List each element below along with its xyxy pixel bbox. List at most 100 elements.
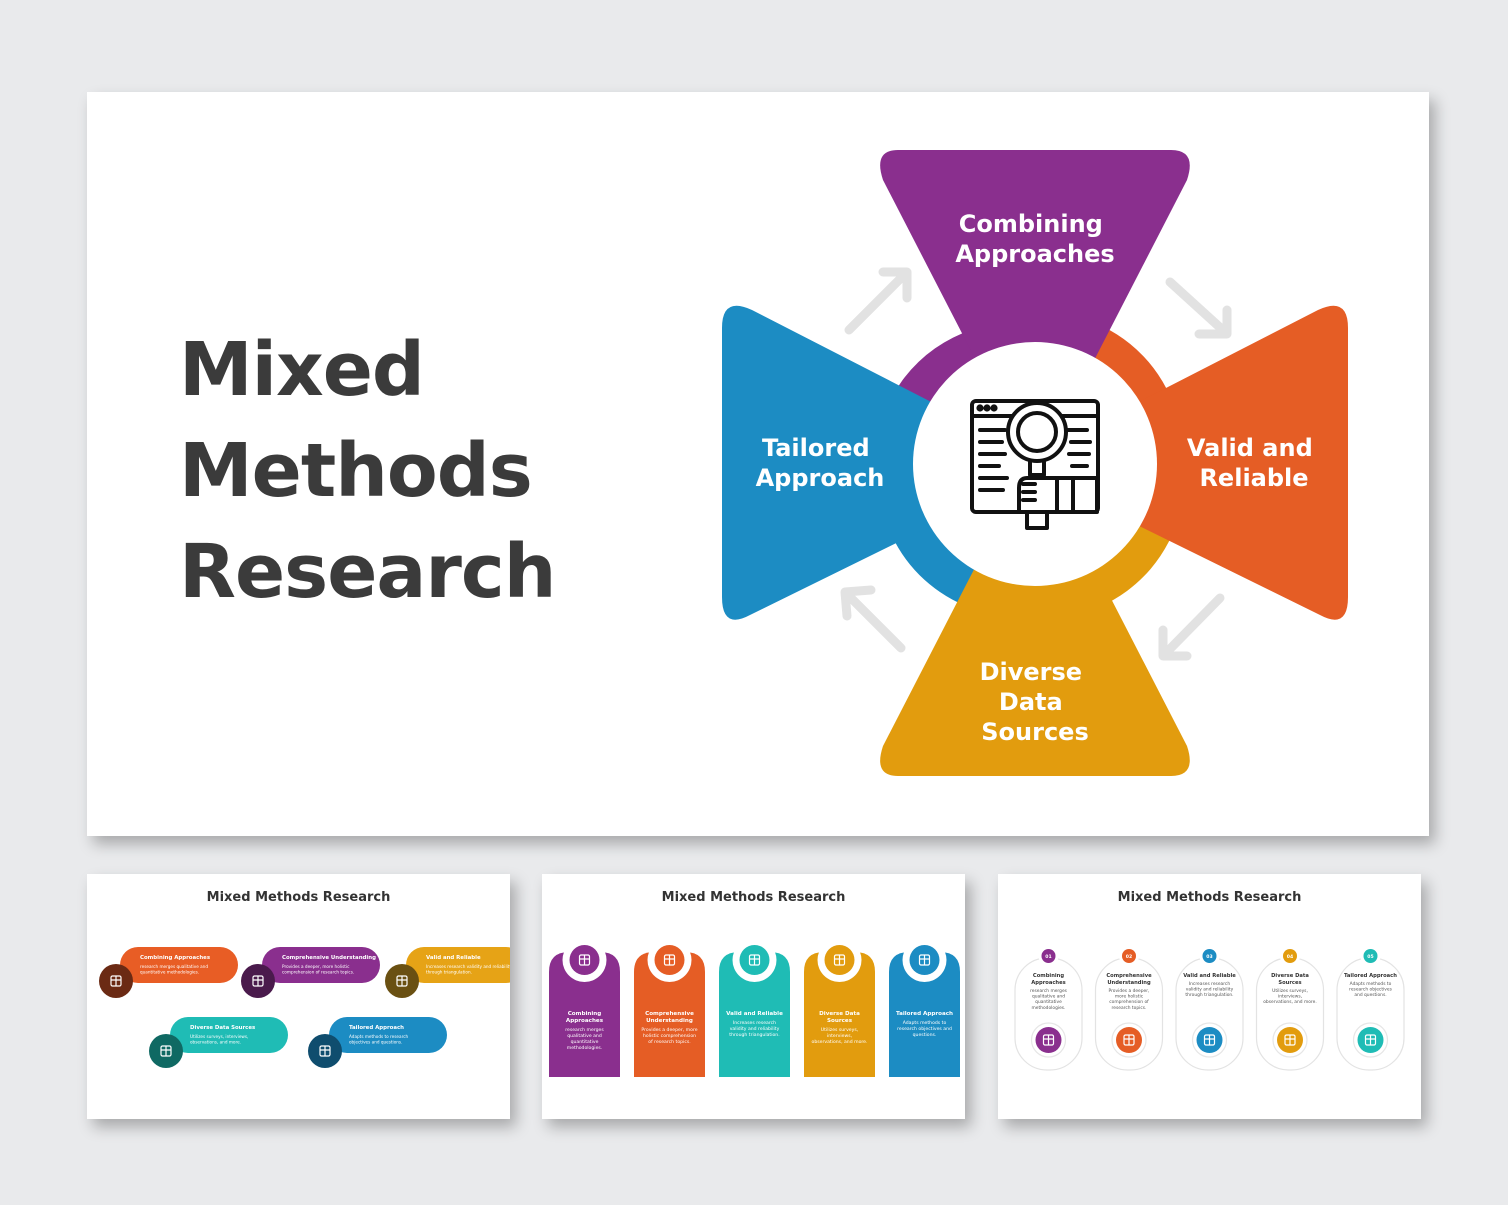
- numbered-card-body: Adapts methods to: [1350, 981, 1392, 987]
- ribbon-body: Increases research validity and reliabil…: [426, 964, 510, 969]
- number-badge: [1283, 949, 1297, 963]
- title-line: Methods: [179, 428, 533, 514]
- tab-card-body-text: through triangulation.: [729, 1032, 779, 1038]
- item-icon: [1123, 1034, 1135, 1046]
- tab-card-body: [549, 952, 620, 1077]
- item-icon: [252, 975, 264, 987]
- numbered-card-body: qualitative and: [1032, 994, 1065, 1000]
- tab-card-heading: Sources: [827, 1018, 853, 1024]
- tab-card-heading: Combining: [568, 1011, 602, 1017]
- item-icon: [160, 1045, 172, 1057]
- numbered-card-heading: Diverse Data: [1271, 973, 1309, 979]
- research-magnifier-icon: [970, 399, 1100, 530]
- ribbon-heading: Combining Approaches: [140, 955, 210, 961]
- item-icon: [918, 954, 931, 966]
- item-icon: [663, 954, 676, 966]
- cycle-diagram: Combining Approaches Valid and Reliable …: [722, 150, 1348, 776]
- ribbon-body: comprehension of research topics.: [282, 970, 354, 975]
- numbered-card-heading: Approaches: [1031, 980, 1065, 986]
- ribbon-heading: Valid and Reliable: [426, 955, 481, 961]
- numbered-card-heading: Tailored Approach: [1344, 973, 1397, 979]
- numbered-card-body: Increases research: [1189, 981, 1230, 987]
- thumbnail-title: Mixed Methods Research: [661, 890, 846, 905]
- numbered-card-body: validity and reliability: [1186, 987, 1234, 993]
- ribbon-body: Provides a deeper, more holistic: [282, 964, 350, 969]
- number-label: 05: [1367, 954, 1373, 960]
- item-icon: [833, 954, 846, 966]
- ribbon-body: quantitative methodologies.: [140, 970, 199, 975]
- ribbon-body: observations, and more.: [190, 1040, 241, 1045]
- thumbnail-title: Mixed Methods Research: [1117, 890, 1302, 905]
- cycle-arrows: [840, 267, 1232, 661]
- numbered-card-body: Utilizes surveys,: [1272, 988, 1308, 994]
- arrow-top-right-icon: [1165, 277, 1232, 339]
- numbered-card-body: comprehension of: [1109, 999, 1149, 1005]
- number-badge: [1041, 949, 1056, 963]
- number-label: 04: [1287, 954, 1293, 960]
- ribbon-bar: [170, 1017, 288, 1053]
- tab-card-heading: Comprehensive: [645, 1011, 694, 1017]
- numbered-card-body: observations, and more.: [1263, 999, 1316, 1005]
- tab-card-body: [719, 952, 790, 1077]
- arrow-bottom-right-icon: [1158, 593, 1225, 661]
- ribbon-body: Utilizes surveys, interviews,: [190, 1034, 248, 1039]
- segment-label-right: Valid and Reliable: [1187, 434, 1321, 492]
- slide-title: Mixed Methods Research: [179, 320, 556, 623]
- tab-card-body-text: research objectives and: [897, 1026, 952, 1032]
- petal-left: [722, 305, 956, 620]
- numbered-card-body: methodologies.: [1032, 1005, 1066, 1011]
- ribbon-heading: Tailored Approach: [349, 1025, 404, 1031]
- segment-label-top: Combining Approaches: [955, 210, 1114, 268]
- main-slide: Mixed Methods Research: [87, 92, 1429, 836]
- ribbon-bar: [262, 947, 380, 983]
- ribbon-bar: [120, 947, 238, 983]
- numbered-card-body: through triangulation.: [1185, 992, 1233, 998]
- ribbon-heading: Comprehensive Understanding: [282, 955, 376, 961]
- number-label: 03: [1206, 954, 1212, 960]
- numbered-card-body: interviews,: [1278, 994, 1302, 1000]
- tab-card-body-text: Utilizes surveys,: [821, 1027, 859, 1033]
- tab-card-body-text: quantitative: [571, 1039, 599, 1045]
- number-badge: [1363, 949, 1378, 963]
- ribbon-heading: Diverse Data Sources: [190, 1025, 255, 1031]
- thumbnail-title: Mixed Methods Research: [206, 890, 391, 905]
- tab-card-body-text: Increases research: [733, 1020, 776, 1026]
- tab-card-body-text: interviews,: [827, 1033, 853, 1039]
- tab-card-heading: Diverse Data: [819, 1011, 860, 1017]
- segment-label-bottom: Diverse Data Sources: [980, 658, 1091, 746]
- numbered-card-body: research topics.: [1112, 1005, 1147, 1011]
- ribbon-bar: [406, 947, 510, 983]
- tab-card-body-text: questions.: [913, 1032, 937, 1038]
- tab-card-body: [804, 952, 875, 1077]
- tab-card-body-text: Provides a deeper, more: [641, 1027, 697, 1033]
- tab-card-body-text: research merges: [565, 1027, 604, 1033]
- arrow-top-left-icon: [844, 267, 912, 335]
- tab-card-body: [634, 952, 705, 1077]
- number-label: 02: [1126, 954, 1132, 960]
- arrow-bottom-left-icon: [840, 585, 906, 653]
- item-icon: [1364, 1034, 1377, 1046]
- thumbnail-slide-1[interactable]: Mixed Methods Research Combining Approac…: [87, 874, 510, 1119]
- ribbon-body: objectives and questions.: [349, 1040, 402, 1045]
- ribbon-body: through triangulation.: [426, 970, 472, 975]
- item-icon: [1042, 1034, 1055, 1046]
- tab-card-body-text: Adapts methods to: [903, 1020, 947, 1026]
- tab-card-body-text: qualitative and: [567, 1033, 602, 1039]
- numbered-card-heading: Combining: [1033, 973, 1064, 979]
- title-line: Research: [179, 529, 556, 615]
